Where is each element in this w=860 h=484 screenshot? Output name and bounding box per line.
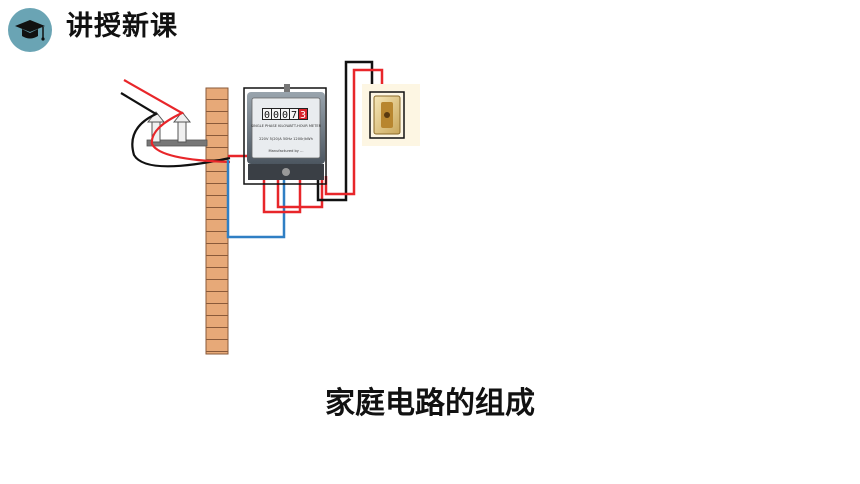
graduation-cap-icon xyxy=(8,8,52,52)
meter-digit: 3 xyxy=(300,110,306,121)
fuse-switch xyxy=(362,84,420,146)
meter-digit: 0 xyxy=(282,110,288,121)
meter-reading: 0 0 0 7 3 xyxy=(263,109,307,121)
diagram-caption: 家庭电路的组成 xyxy=(325,386,535,421)
meter-digit: 0 xyxy=(264,110,270,121)
meter-label-line2: 220V 5(20)A 50Hz 1200r/kWh xyxy=(259,137,313,141)
electric-meter: 0 0 0 7 3 SINGLE PHASE KILOWATT-HOUR MET… xyxy=(243,84,327,185)
meter-label-line3: Manufactured by ... xyxy=(269,149,304,153)
meter-digit: 0 xyxy=(273,110,279,121)
meter-label-line1: SINGLE PHASE KILOWATT-HOUR METER xyxy=(251,124,322,128)
meter-digit: 7 xyxy=(291,110,297,121)
incoming-power-lines xyxy=(120,79,231,168)
section-title: 讲授新课 xyxy=(66,11,178,42)
insulator-bracket xyxy=(146,111,208,147)
brick-wall xyxy=(205,87,229,355)
